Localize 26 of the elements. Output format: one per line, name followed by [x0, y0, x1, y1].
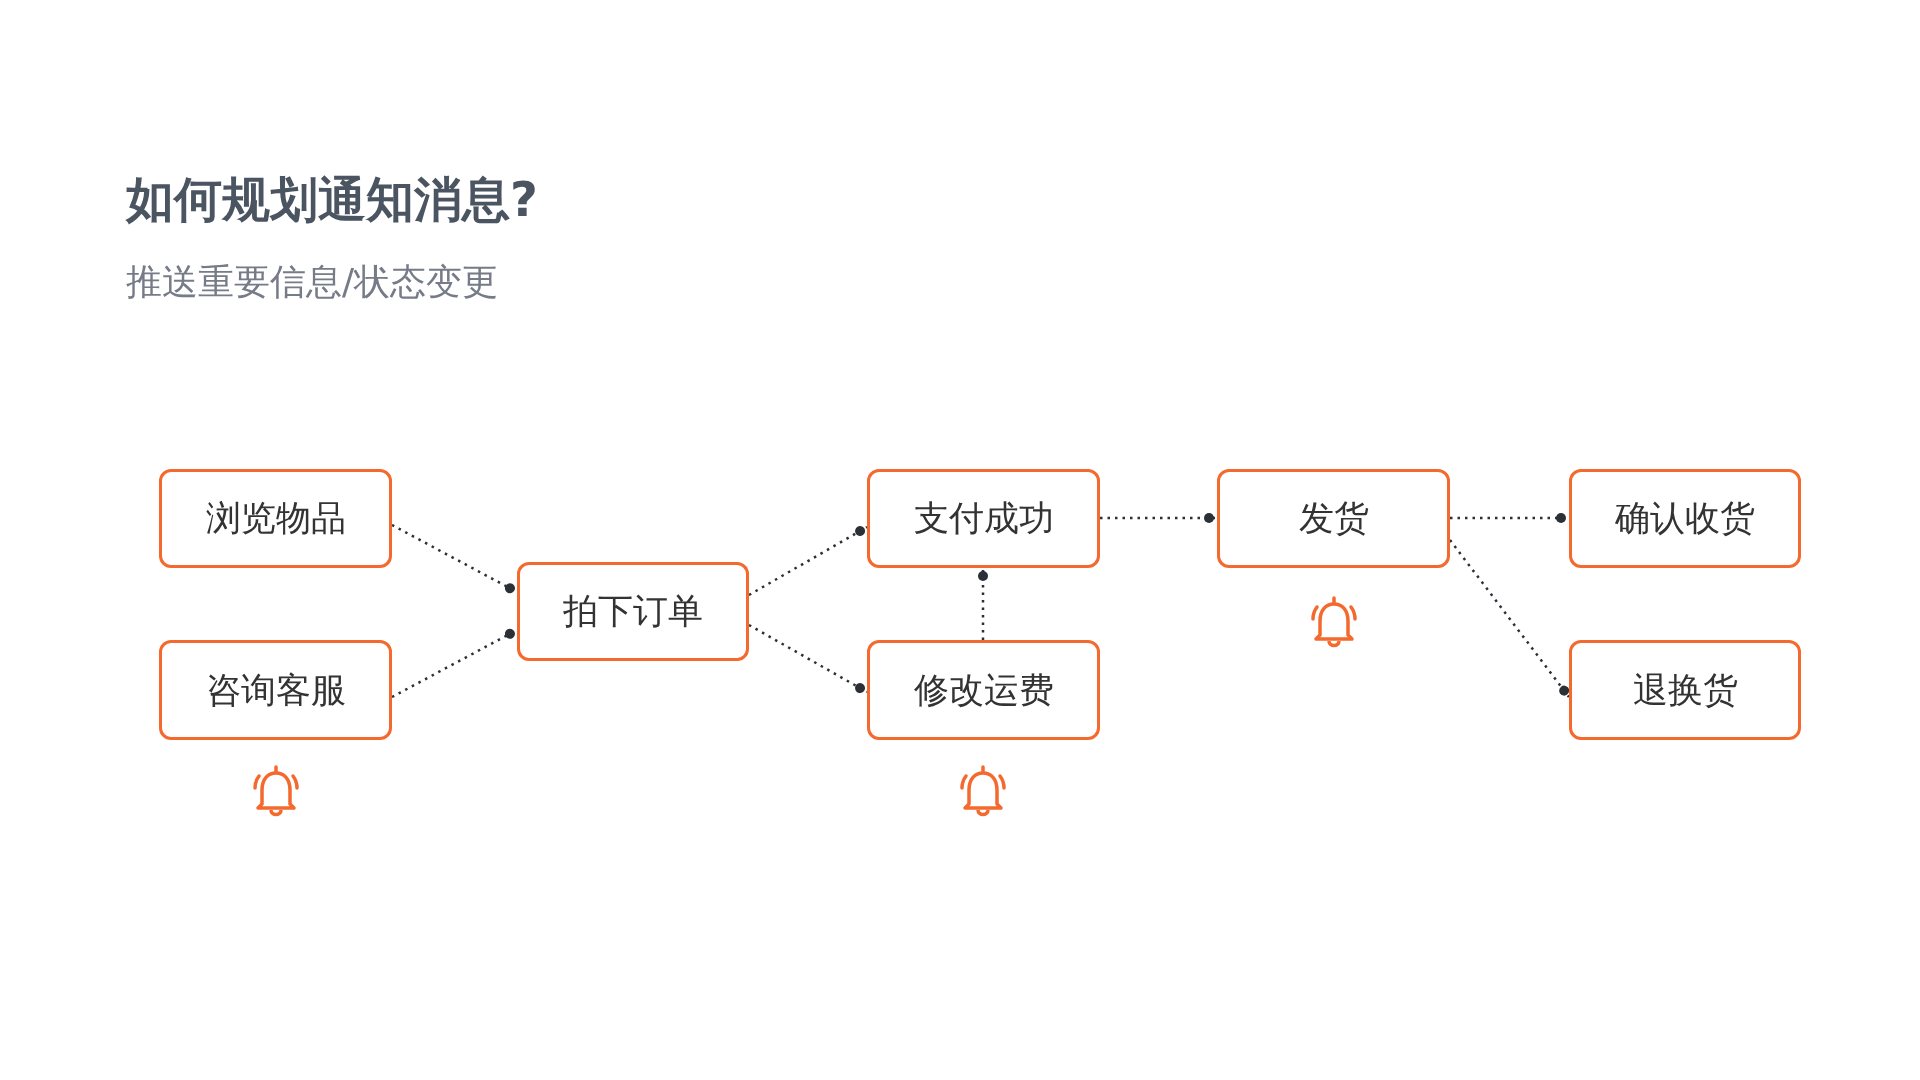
- process-box: [159, 469, 392, 568]
- subtitle: 推送重要信息/状态变更: [126, 260, 499, 304]
- process-box: [867, 469, 1100, 568]
- process-box: [867, 640, 1100, 740]
- process-box: [1569, 469, 1801, 568]
- box-label: 拍下订单: [563, 590, 703, 633]
- box-label: 支付成功: [913, 497, 1054, 540]
- dotted-connector: [748, 525, 868, 597]
- dotted-connector: [1100, 513, 1217, 523]
- box-label: 发货: [1298, 497, 1369, 540]
- dotted-connector: [978, 568, 988, 640]
- box-label: 浏览物品: [205, 497, 346, 540]
- box-label: 修改运费: [913, 668, 1054, 712]
- process-box: [1217, 469, 1450, 568]
- dotted-connector: [391, 628, 518, 699]
- title: 如何规划通知消息?: [126, 170, 538, 229]
- process-box: [517, 562, 749, 661]
- box-label: 确认收货: [1615, 497, 1755, 540]
- box-label: 退换货: [1632, 668, 1738, 712]
- dotted-connector: [391, 523, 518, 594]
- dotted-connector: [748, 623, 868, 694]
- dotted-connector: [1449, 539, 1570, 698]
- box-label: 咨询客服: [205, 668, 346, 712]
- process-box: [159, 640, 392, 740]
- dotted-connector: [1450, 513, 1569, 523]
- process-box: [1569, 640, 1801, 740]
